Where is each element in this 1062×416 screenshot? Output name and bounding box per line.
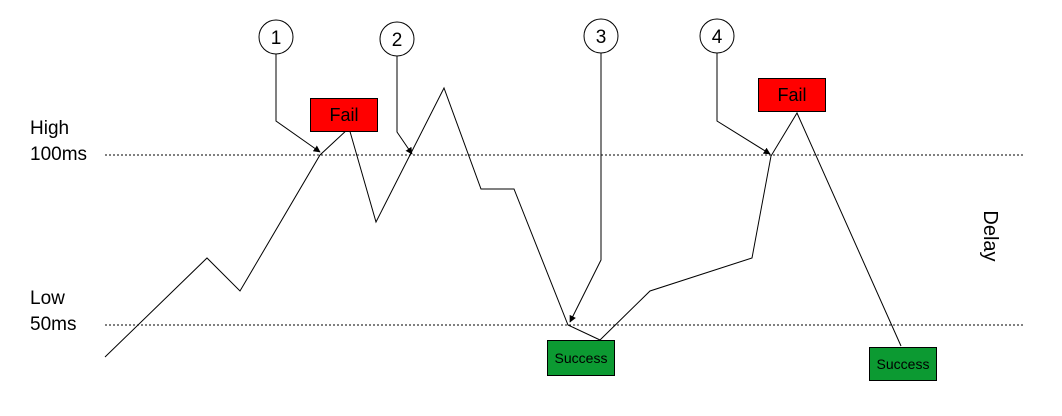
step-3-number: 3 [596,27,607,48]
high-threshold-value: 100ms [30,144,88,165]
low-threshold-value: 50ms [30,314,77,335]
step-1-arrow [275,54,321,153]
high-threshold-name: High [30,118,70,139]
step-4-arrow [716,53,771,155]
step-4-number: 4 [712,27,723,48]
low-threshold-name: Low [30,288,65,309]
success-box-2: Success [869,347,937,381]
fail-box-1: Fail [310,98,378,132]
step-2-arrow [396,56,413,155]
fail-box-2: Fail [758,78,826,112]
delay-axis-title: Delay [979,210,1001,262]
low-threshold-label: Low 50ms [30,286,76,338]
success-box-1: Success [547,340,615,376]
high-threshold-label: High 100ms [30,116,87,168]
delay-trace-line [104,86,902,358]
step-3-arrow [569,53,602,323]
step-2-number: 2 [392,30,403,51]
step-1-number: 1 [271,28,282,49]
